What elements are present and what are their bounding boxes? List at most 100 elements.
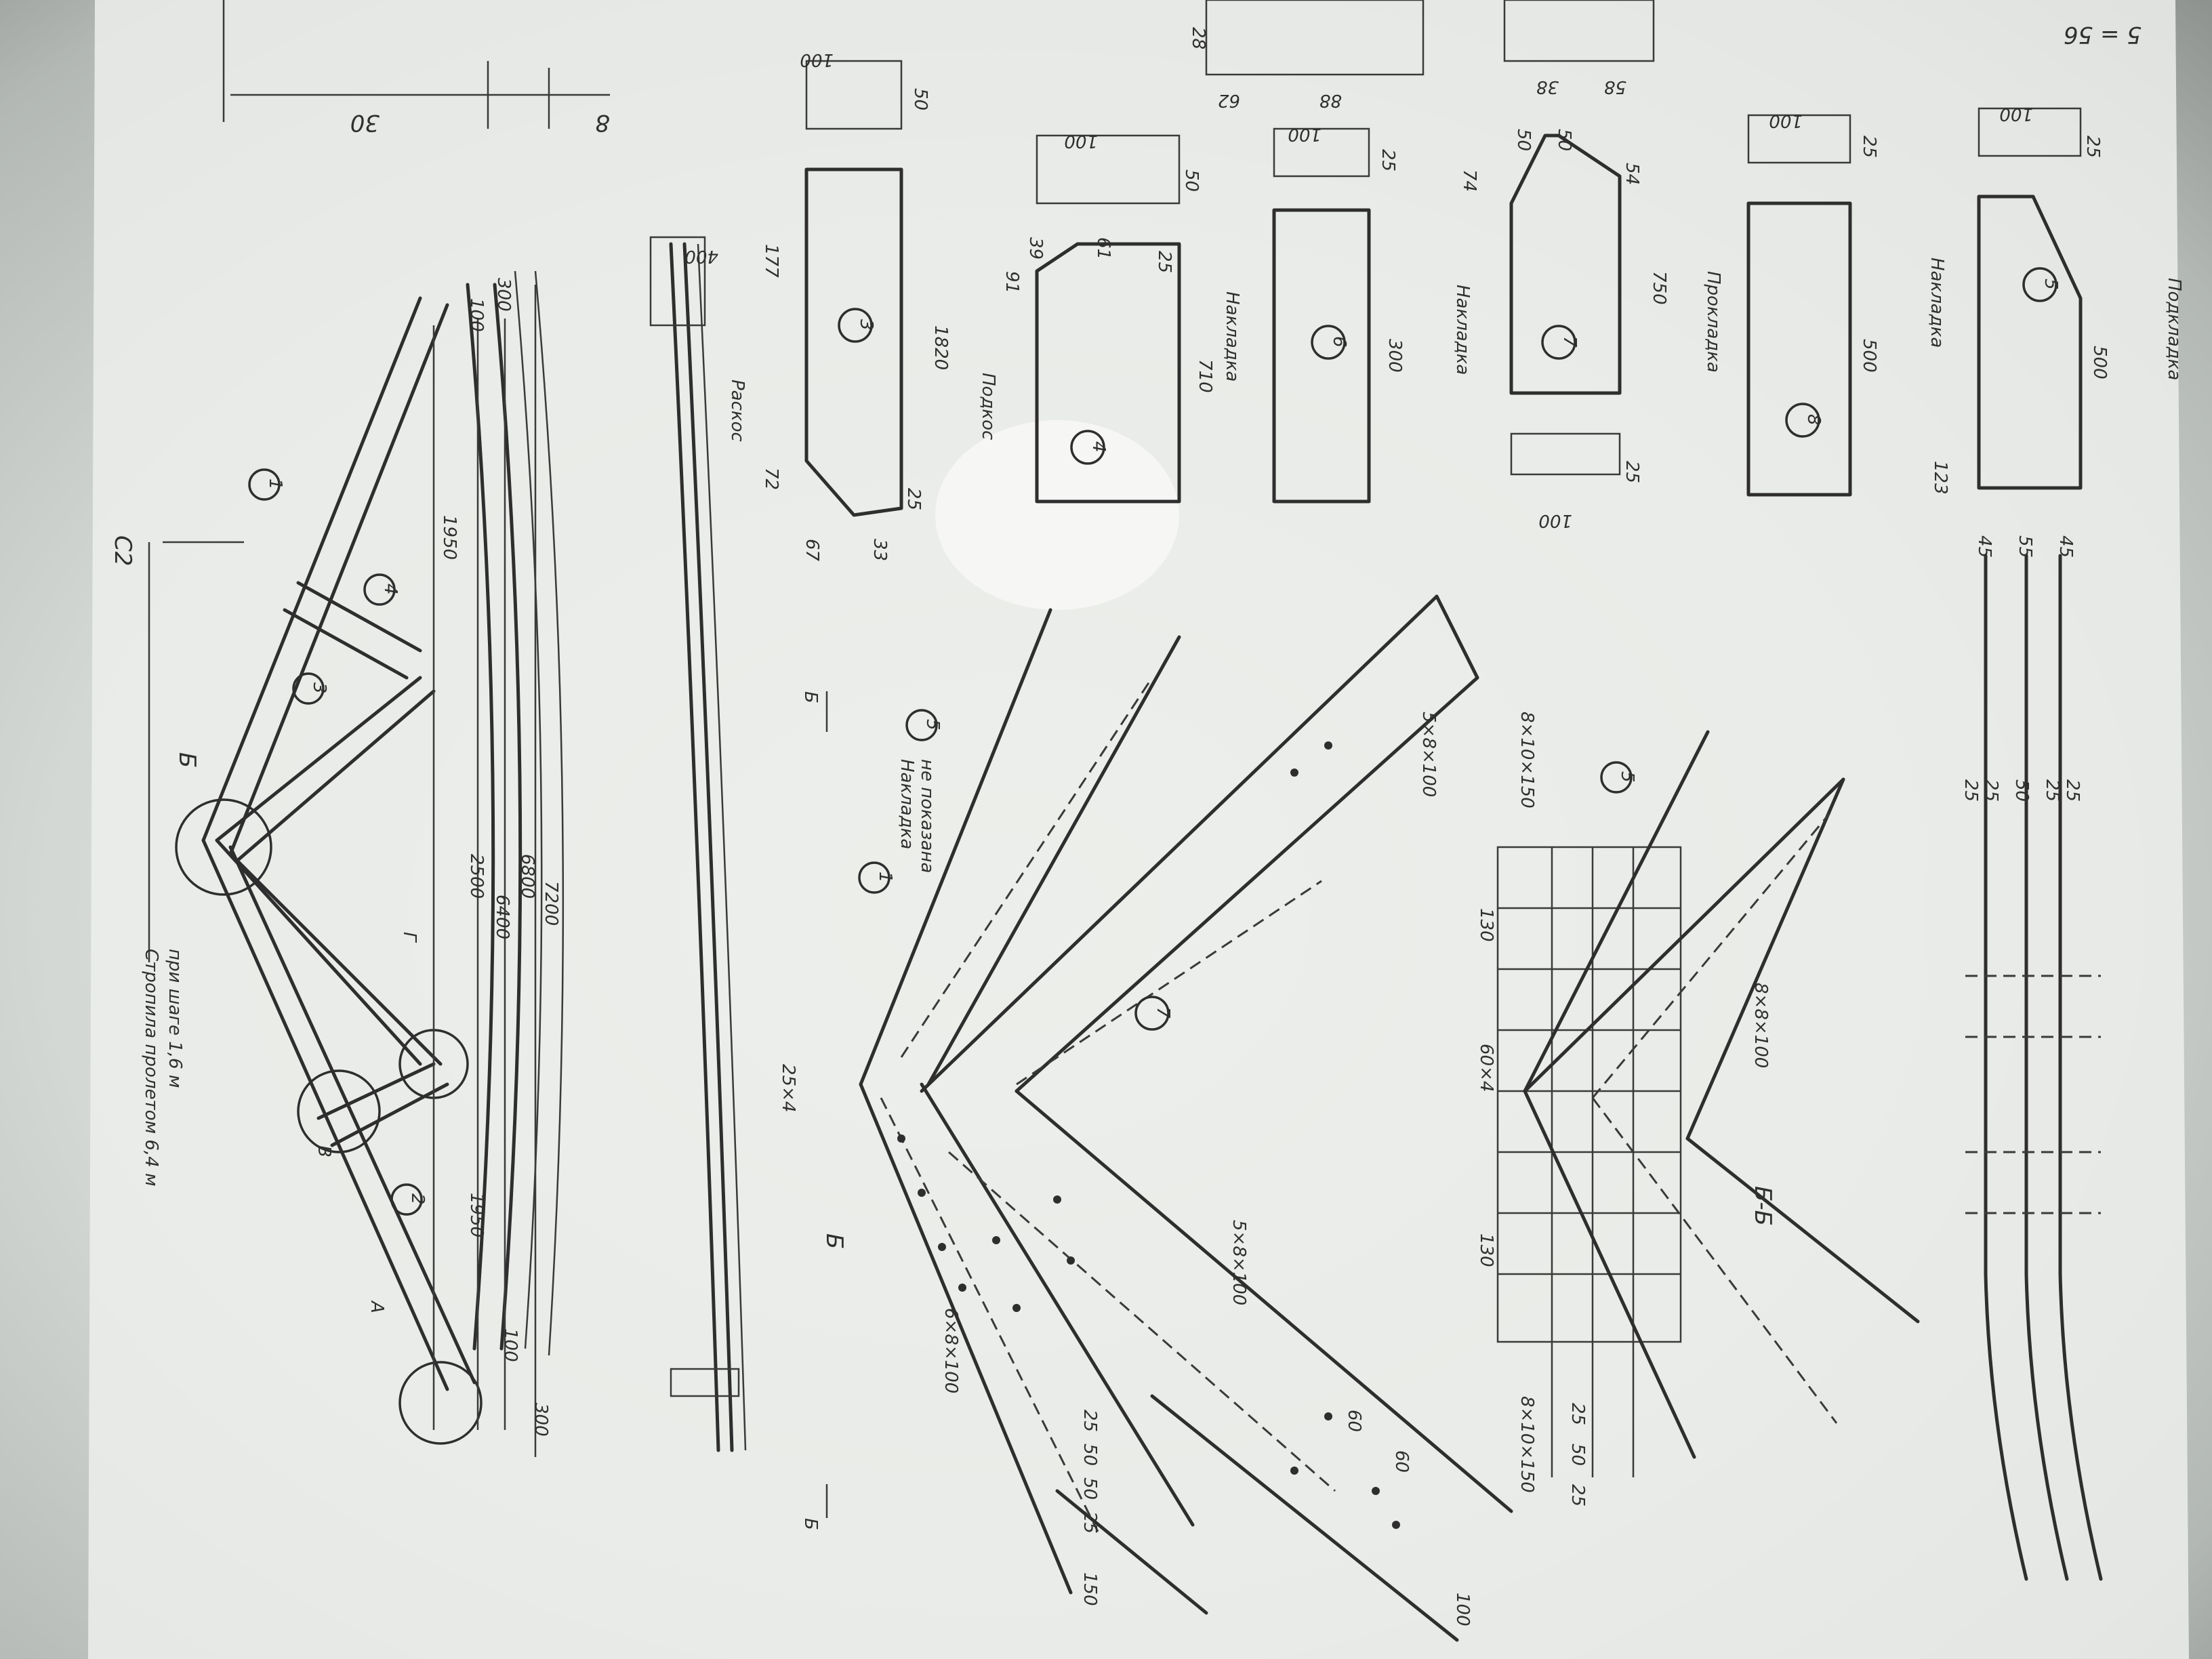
dim-2500: 2500 [466,854,487,899]
part-5-section-h: 25 [2083,136,2103,158]
bb-dim-c: 50 [2011,779,2032,802]
section-mark-b-top: Б [800,691,821,703]
dim-300-top: 300 [493,278,514,312]
top-right-note: 5 = 56 [2064,21,2142,48]
section-title-bb: Б-Б [1749,1186,1776,1226]
part-7-d: 54 [1622,163,1642,185]
bb-dim-d: 25 [2042,779,2062,802]
dim-130b: 130 [1476,1233,1496,1267]
frag-38: 38 [1536,77,1559,97]
part-4-c: 61 [1093,237,1113,260]
frag-28: 28 [1188,27,1208,49]
part-6-id: 6 [1329,336,1349,348]
dim-60b: 60 [1391,1450,1412,1473]
part-7-id: 7 [1559,336,1580,348]
section-bb: 5 8×10×150 8×10×150 8×8×100 60×4 130 130… [1476,712,1920,1507]
part-3-name: Раскос [727,380,747,442]
nail-note-5x8x100-high: 5×8×100 [1418,712,1439,797]
part-5-b: 45 [1974,535,1994,558]
dim-top-8: 8 [595,109,610,136]
dim-50a: 50 [1080,1477,1100,1500]
dim-25-bb-b: 25 [1568,1403,1588,1425]
glare [935,420,1179,610]
callout-2: 2 [407,1193,428,1205]
part-8-section-h: 25 [1859,136,1879,158]
nail-note-5x8x100-low: 5×8×100 [1229,1220,1249,1305]
part-4-b: 39 [1025,237,1046,260]
sheet-mark: С2 [109,535,136,566]
nail-note-6x8x100: 6×8×100 [941,1308,961,1393]
part-8-name: Прокладка [1703,271,1723,373]
part-4-section-w: 100 [1064,131,1098,151]
bb-dim-a: 25 [1961,779,1981,802]
frag-88: 88 [1319,90,1342,110]
bb-dim-b: 25 [1981,779,2001,802]
section-mark-v: В [314,1145,334,1158]
dim-7200: 7200 [541,881,561,926]
part-details: 3 Раскос 1820 72 177 67 33 25 100 50 4 П… [727,49,2184,1581]
part-5-name: Накладка [1927,258,1947,348]
part-3-b: 177 [761,244,781,278]
part-8-id: 8 [1803,414,1824,426]
part-3-section-w: 100 [800,49,834,70]
part-6-section-w: 100 [1288,124,1322,144]
callout-4: 4 [380,583,401,595]
section-mark-a: А [367,1300,387,1313]
section-mark-b-bottom: Б [800,1518,821,1530]
truss-side-view: 400 [649,236,747,1452]
node-b-detail: 1 5 7 Накладка не показана 6×8×100 5×8×1… [778,594,1513,1642]
part-4-name: Подкос [978,373,998,440]
nail-note-8x10x150-bottom: 8×10×150 [1517,1396,1537,1493]
dim-1950-right: 1950 [439,515,459,560]
part-4-section-h: 50 [1181,169,1202,192]
dim-50b: 50 [1080,1443,1100,1466]
nail-note-8x10x150-top: 8×10×150 [1517,712,1537,808]
dim-top-30: 30 [350,109,380,136]
dim-25a: 25 [1080,1511,1100,1534]
dim-400: 400 [684,246,718,266]
section-mark-g: Г [399,932,419,943]
dim-25-bb-a: 25 [1568,1484,1588,1507]
section-mark-b-mid: Б [821,1233,848,1249]
part-7-a: 74 [1459,169,1479,192]
part-6-name: Накладка [1222,291,1242,382]
callout-3: 3 [309,682,329,694]
part-3-a: 72 [761,468,781,490]
bb-dim-e: 25 [2062,779,2083,802]
part-8-len: 500 [1859,339,1879,373]
top-fragment: 28 62 88 38 58 5 = 56 [1188,0,2142,110]
part-6-section-h: 25 [1378,149,1398,171]
paper-sheet [88,0,2189,1659]
part-7-section-w: 100 [1538,510,1572,531]
part-4-len: 710 [1195,359,1215,393]
part-4-id: 4 [1088,441,1109,453]
dim-1950-left: 1950 [466,1193,487,1237]
callout-5-node: 5 [922,719,943,731]
part-5-a: 123 [1930,461,1950,495]
dim-25b: 25 [1080,1410,1100,1432]
part-5-d: 45 [2055,535,2076,558]
podkladka-label: Подкладка [2164,278,2184,380]
part-5-len: 500 [2089,346,2110,380]
truss-elevation: 1 3 4 2 Б В Г А С2 Стропила пролетом 6,4… [109,270,565,1457]
callout-5-bb: 5 [1617,771,1637,783]
dim-300-bottom: 300 [531,1403,551,1437]
callout-1-node: 1 [875,872,895,883]
part-7-b: 50 [1513,129,1534,151]
nakladka-note-2: не показана [917,759,937,874]
dim-50-bb: 50 [1568,1443,1588,1466]
frag-58: 58 [1604,77,1626,97]
part-3-e: 25 [903,488,924,510]
part-8-section-w: 100 [1769,110,1803,131]
nakladka-note-1: Накладка [897,759,917,849]
dim-100-top: 100 [466,298,487,332]
part-7-section-h: 25 [1622,461,1642,483]
part-4-d: 25 [1154,251,1174,273]
part-5-id: 5 [2041,279,2061,290]
title-line-2: при шаге 1,6 м [165,949,185,1088]
dim-6400: 6400 [492,895,512,939]
nail-note-8x8x100: 8×8×100 [1750,983,1771,1068]
dim-6800: 6800 [517,854,537,899]
dim-100-brace: 100 [1452,1593,1473,1626]
